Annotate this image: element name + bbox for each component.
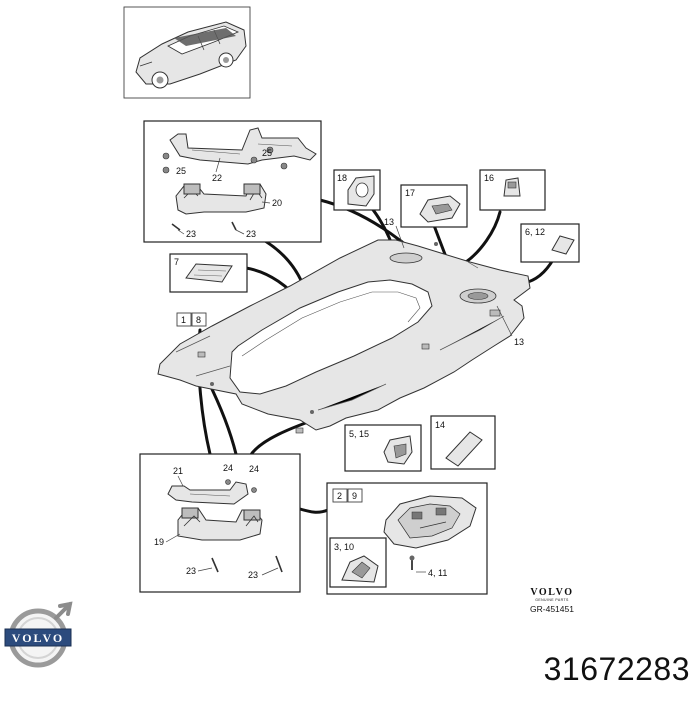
volvo-logo: VOLVO	[4, 601, 73, 668]
legend-1-8: 1 8	[176, 312, 207, 327]
callout-2: 2	[337, 491, 342, 501]
callout-19: 19	[154, 537, 164, 547]
callout-18: 18	[337, 173, 347, 183]
car-thumbnail	[123, 6, 251, 99]
callout-23: 23	[186, 229, 196, 239]
part-box-16: 16	[479, 169, 546, 211]
callout-17: 17	[405, 188, 415, 198]
callout-22: 22	[212, 173, 222, 183]
callout-23: 23	[246, 229, 256, 239]
callout-14: 14	[435, 420, 445, 430]
diagram-code: GR-451451	[530, 604, 574, 614]
callout-23: 23	[186, 566, 196, 576]
part-box-14: 14	[430, 415, 496, 470]
callout-7: 7	[174, 257, 179, 267]
callout-25: 25	[176, 166, 186, 176]
callout-5-15: 5, 15	[349, 429, 369, 439]
callout-23: 23	[248, 570, 258, 580]
headliner-panel: 13 13	[157, 217, 531, 434]
part-box-7: 7	[169, 253, 248, 293]
part-number: 31672283	[543, 651, 690, 687]
callout-24: 24	[223, 463, 233, 473]
detail-box-reading-lamp: 2 9 3, 10 4, 11	[326, 482, 488, 595]
part-box-5-15: 5, 15	[344, 424, 422, 472]
callout-13: 13	[514, 337, 524, 347]
callout-1: 1	[181, 315, 186, 325]
callout-9: 9	[352, 491, 357, 501]
catalog-wordmark: VOLVO	[530, 587, 574, 598]
detail-box-grab-handle-rear: 21 24 24 19 23 23	[139, 453, 301, 593]
callout-24: 24	[249, 464, 259, 474]
callout-25: 25	[262, 148, 272, 158]
callout-8: 8	[196, 315, 201, 325]
callout-3-10: 3, 10	[334, 542, 354, 552]
callout-16: 16	[484, 173, 494, 183]
part-box-17: 17	[400, 184, 468, 228]
part-box-18: 18	[333, 169, 381, 211]
catalog-subline: GENUINE PARTS	[535, 598, 569, 602]
part-box-6-12: 6, 12	[520, 223, 580, 263]
callout-4-11: 4, 11	[428, 568, 447, 578]
callout-20: 20	[272, 198, 282, 208]
detail-box-grab-handle-front: 25 25 22 20 23 23	[143, 120, 322, 243]
callout-13: 13	[384, 217, 394, 227]
callout-6-12: 6, 12	[525, 227, 545, 237]
catalog-brand: VOLVO GENUINE PARTS GR-451451	[516, 587, 588, 614]
callout-21: 21	[173, 466, 183, 476]
logo-wordmark: VOLVO	[12, 631, 64, 645]
